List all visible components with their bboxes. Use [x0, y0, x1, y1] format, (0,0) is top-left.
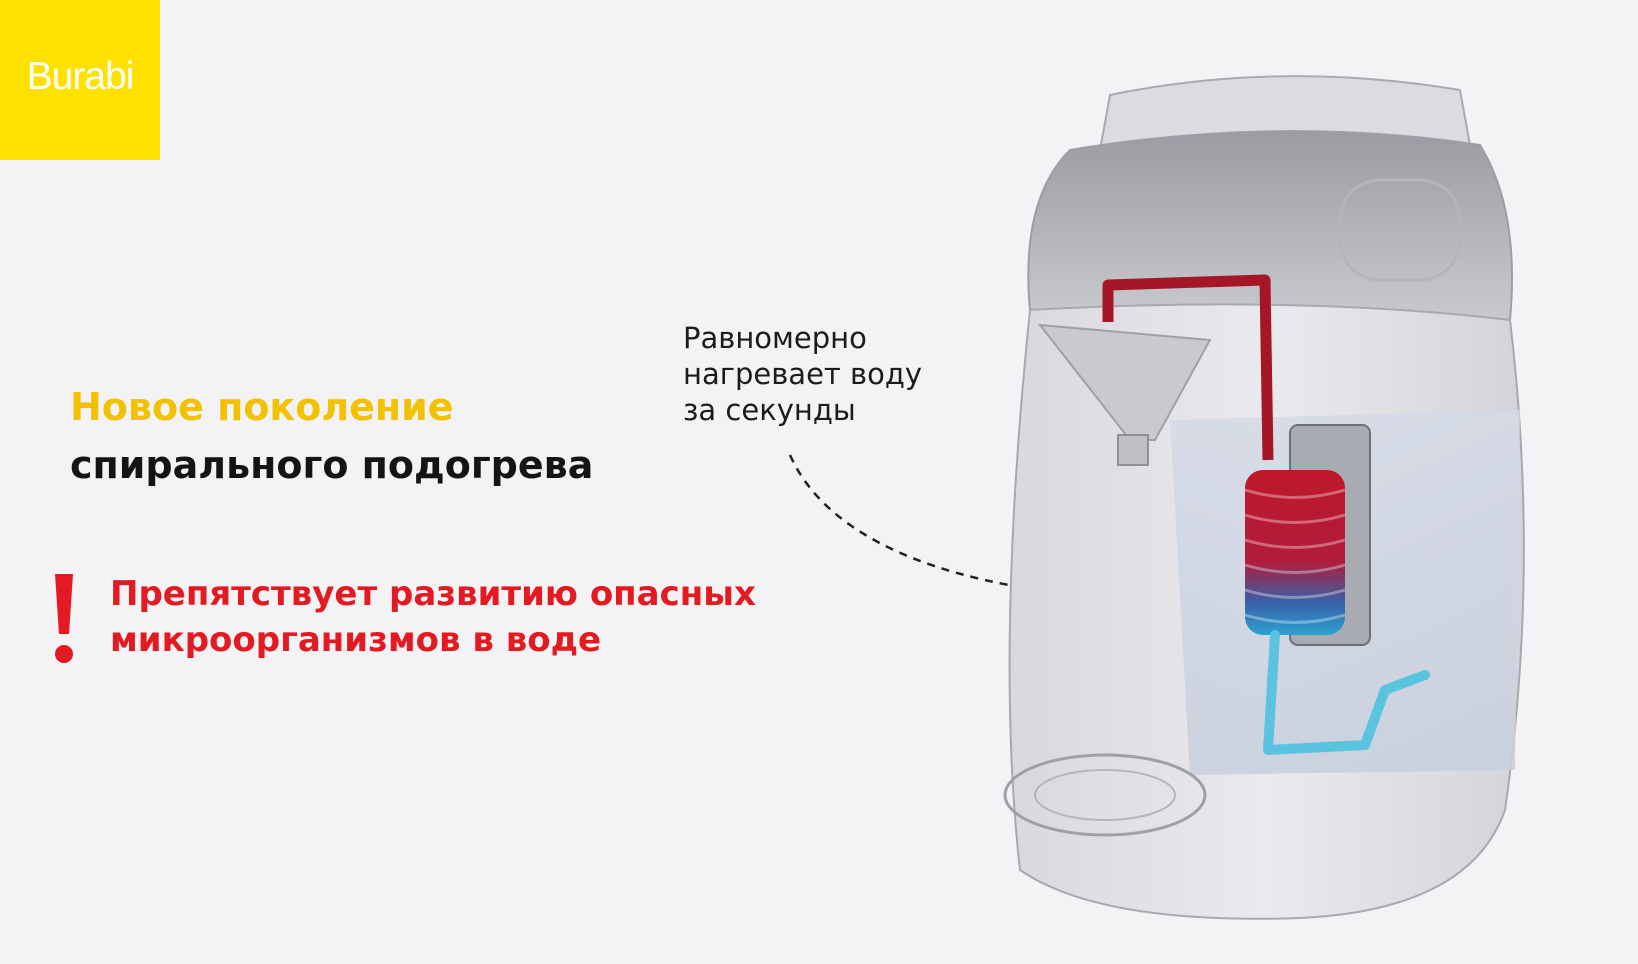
callout-text: Равномерно нагревает воду за секунды: [683, 320, 922, 428]
logo-text: Burabi: [26, 55, 135, 98]
water-dispenser-illustration: [1003, 75, 1525, 920]
warning-text: Препятствует развитию опасных микроорган…: [110, 571, 756, 663]
exclamation-icon: [55, 574, 73, 663]
warning-line-1: Препятствует развитию опасных: [110, 574, 756, 614]
headline: Новое поколение спирального подогрева: [70, 378, 593, 494]
callout-line-2: нагревает воду: [683, 357, 923, 391]
callout-line-3: за секунды: [683, 393, 856, 427]
headline-line-2: спирального подогрева: [70, 443, 594, 487]
headline-line-1: Новое поколение: [70, 385, 454, 429]
callout-line-1: Равномерно: [683, 321, 867, 355]
warning-line-2: микроорганизмов в воде: [110, 620, 602, 660]
brand-logo: Burabi: [0, 0, 160, 160]
